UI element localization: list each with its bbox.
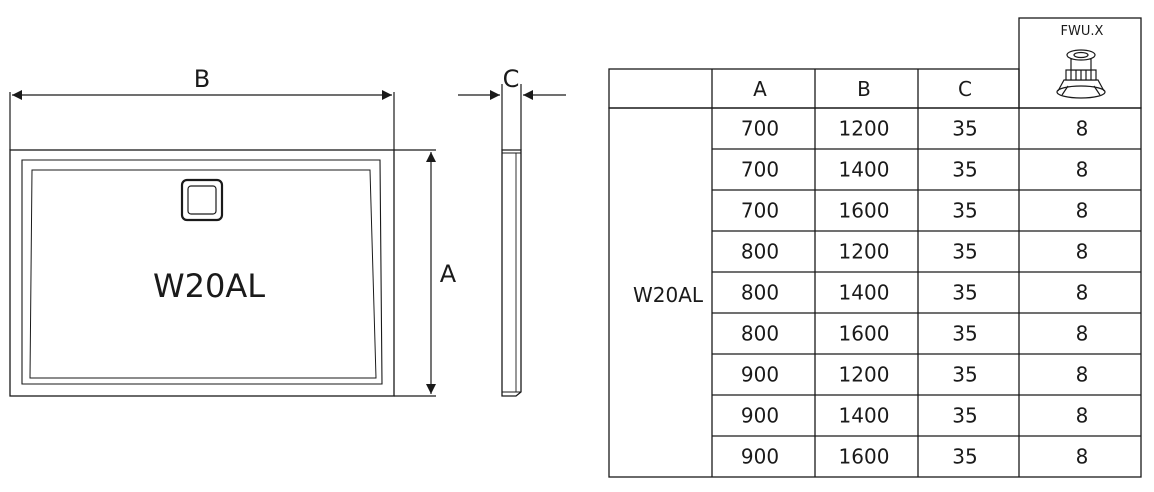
- cell-a: 900: [741, 445, 779, 469]
- cell-feet: 8: [1076, 322, 1089, 346]
- cell-feet: 8: [1076, 117, 1089, 141]
- cell-feet: 8: [1076, 281, 1089, 305]
- table-row: 700 1400 35 8: [741, 158, 1088, 182]
- tray-side-view: [458, 84, 566, 397]
- model-label: W20AL: [153, 267, 265, 305]
- cell-c: 35: [952, 363, 977, 387]
- table-row: 700 1200 35 8: [741, 117, 1088, 141]
- cell-c: 35: [952, 322, 977, 346]
- table-model-label: W20AL: [633, 283, 704, 307]
- cell-a: 700: [741, 117, 779, 141]
- tray-profile: [501, 149, 522, 397]
- cell-b: 1200: [839, 117, 890, 141]
- tray-top-view: [9, 90, 436, 397]
- cell-a: 900: [741, 404, 779, 428]
- cell-c: 35: [952, 199, 977, 223]
- cell-b: 1600: [839, 445, 890, 469]
- cell-feet: 8: [1076, 199, 1089, 223]
- cell-feet: 8: [1076, 240, 1089, 264]
- table-row: 700 1600 35 8: [741, 199, 1088, 223]
- column-header-c: C: [958, 77, 972, 101]
- table-body: [608, 107, 1142, 478]
- dimension-label-b: B: [194, 65, 210, 93]
- table-row: 900 1200 35 8: [741, 363, 1088, 387]
- cell-a: 800: [741, 240, 779, 264]
- cell-c: 35: [952, 158, 977, 182]
- adjustable-foot-icon: [1056, 49, 1106, 99]
- column-header-feet: FWU.X: [1061, 24, 1104, 39]
- tray-rim: [21, 159, 383, 385]
- dimension-table: [608, 17, 1142, 478]
- cell-b: 1400: [839, 281, 890, 305]
- column-header-b: B: [857, 77, 871, 101]
- cell-b: 1400: [839, 404, 890, 428]
- table-row: 900 1400 35 8: [741, 404, 1088, 428]
- drain-square-icon: [180, 178, 224, 222]
- dimension-label-a: A: [440, 260, 457, 288]
- cell-feet: 8: [1076, 445, 1089, 469]
- cell-feet: 8: [1076, 158, 1089, 182]
- table-row: 800 1200 35 8: [741, 240, 1088, 264]
- table-row: 800 1600 35 8: [741, 322, 1088, 346]
- tray-outline: [9, 149, 395, 397]
- cell-c: 35: [952, 404, 977, 428]
- cell-b: 1200: [839, 240, 890, 264]
- tray-basin: [29, 169, 377, 379]
- cell-b: 1200: [839, 363, 890, 387]
- cell-a: 700: [741, 199, 779, 223]
- cell-b: 1600: [839, 322, 890, 346]
- cell-b: 1400: [839, 158, 890, 182]
- cell-b: 1600: [839, 199, 890, 223]
- cell-c: 35: [952, 240, 977, 264]
- cell-a: 900: [741, 363, 779, 387]
- cell-a: 800: [741, 322, 779, 346]
- cell-c: 35: [952, 117, 977, 141]
- cell-a: 800: [741, 281, 779, 305]
- cell-c: 35: [952, 445, 977, 469]
- cell-c: 35: [952, 281, 977, 305]
- dimension-label-c: C: [503, 65, 520, 93]
- cell-feet: 8: [1076, 404, 1089, 428]
- table-row: 800 1400 35 8: [741, 281, 1088, 305]
- table-row: 900 1600 35 8: [741, 445, 1088, 469]
- column-header-a: A: [753, 77, 767, 101]
- cell-feet: 8: [1076, 363, 1089, 387]
- cell-a: 700: [741, 158, 779, 182]
